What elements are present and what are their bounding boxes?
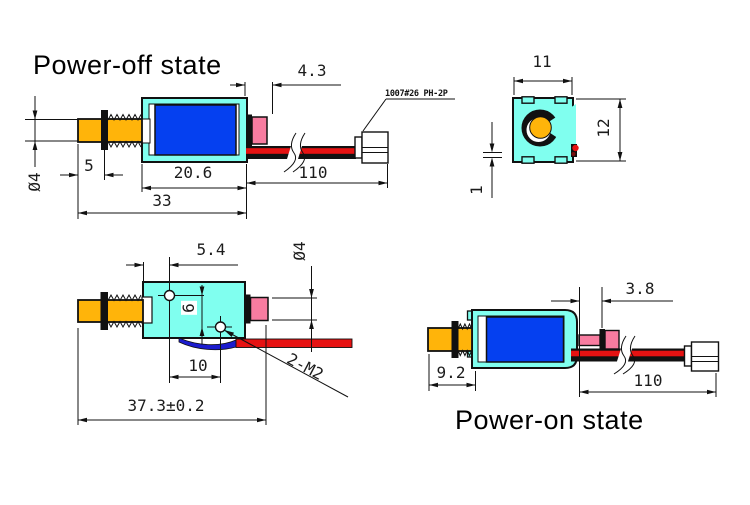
dim-off-wire-len: 110: [298, 163, 328, 182]
dim-bottom-pin-dia: Ø4: [290, 241, 309, 261]
dim-bottom-hole-gap-h: 10: [188, 356, 208, 375]
plunger-shaft: [77, 118, 143, 143]
power-off-view: [25, 82, 455, 219]
dim-on-stroke: 3.8: [625, 279, 655, 298]
push-pin-shaft: [578, 334, 601, 347]
dim-bottom-hole-gap-v: 6: [179, 301, 198, 315]
dim-off-total-len: 33: [152, 191, 172, 210]
end-view: [483, 77, 626, 198]
power-on-view: [427, 287, 720, 397]
blue-lead-wire: [178, 337, 237, 351]
solenoid-coil: [485, 316, 565, 363]
connector-spec-label: 1007#26 PH-2P: [385, 89, 448, 99]
thread-leader: [223, 329, 349, 398]
bottom-view: [77, 257, 353, 425]
push-pin-cap: [604, 329, 620, 350]
dim-off-shaft-len: 5: [84, 156, 94, 175]
plunger-flange: [101, 110, 108, 150]
power-on-dimensions: [428, 287, 717, 397]
dim-off-body-len: 20.6: [173, 163, 213, 182]
connector-plug: [683, 341, 720, 372]
push-pin: [251, 116, 268, 145]
plunger-flange: [100, 292, 108, 330]
spring: [107, 113, 142, 122]
end-view-dimensions: [483, 77, 626, 198]
dim-off-shaft-dia: Ø4: [25, 172, 44, 192]
dim-end-plate-thickness: 1: [467, 185, 486, 195]
wire-break-symbol: [613, 335, 627, 375]
dim-end-height: 12: [594, 118, 613, 138]
power-off-title: Power-off state: [33, 50, 222, 80]
spring: [107, 140, 142, 149]
plunger-flange: [451, 321, 459, 358]
plunger-end-face: [529, 116, 552, 139]
mounting-hole: [214, 321, 227, 333]
red-lead-wire: [235, 338, 353, 348]
dim-on-shaft-len: 9.2: [436, 363, 466, 382]
connector-plug: [354, 131, 389, 164]
mounting-hole: [163, 289, 176, 302]
push-pin: [249, 296, 269, 322]
spring: [457, 349, 473, 357]
dim-on-wire-len: 110: [633, 371, 663, 390]
solenoid-coil: [154, 104, 237, 156]
dim-end-width: 11: [532, 52, 552, 71]
spring: [457, 322, 473, 331]
power-off-dimensions: [25, 82, 388, 219]
bottom-view-dimensions: [77, 262, 317, 425]
plunger-shaft: [77, 299, 144, 323]
spring: [107, 320, 142, 329]
wire-break-symbol: [283, 132, 297, 173]
dim-bottom-total-len: 37.3±0.2: [127, 396, 205, 415]
spring: [107, 293, 142, 302]
dim-off-stroke: 4.3: [297, 61, 327, 80]
power-on-title: Power-on state: [455, 405, 644, 435]
wire-dot: [572, 144, 579, 152]
dim-bottom-hole-offset: 5.4: [196, 240, 226, 259]
plunger-shaft: [427, 327, 473, 352]
